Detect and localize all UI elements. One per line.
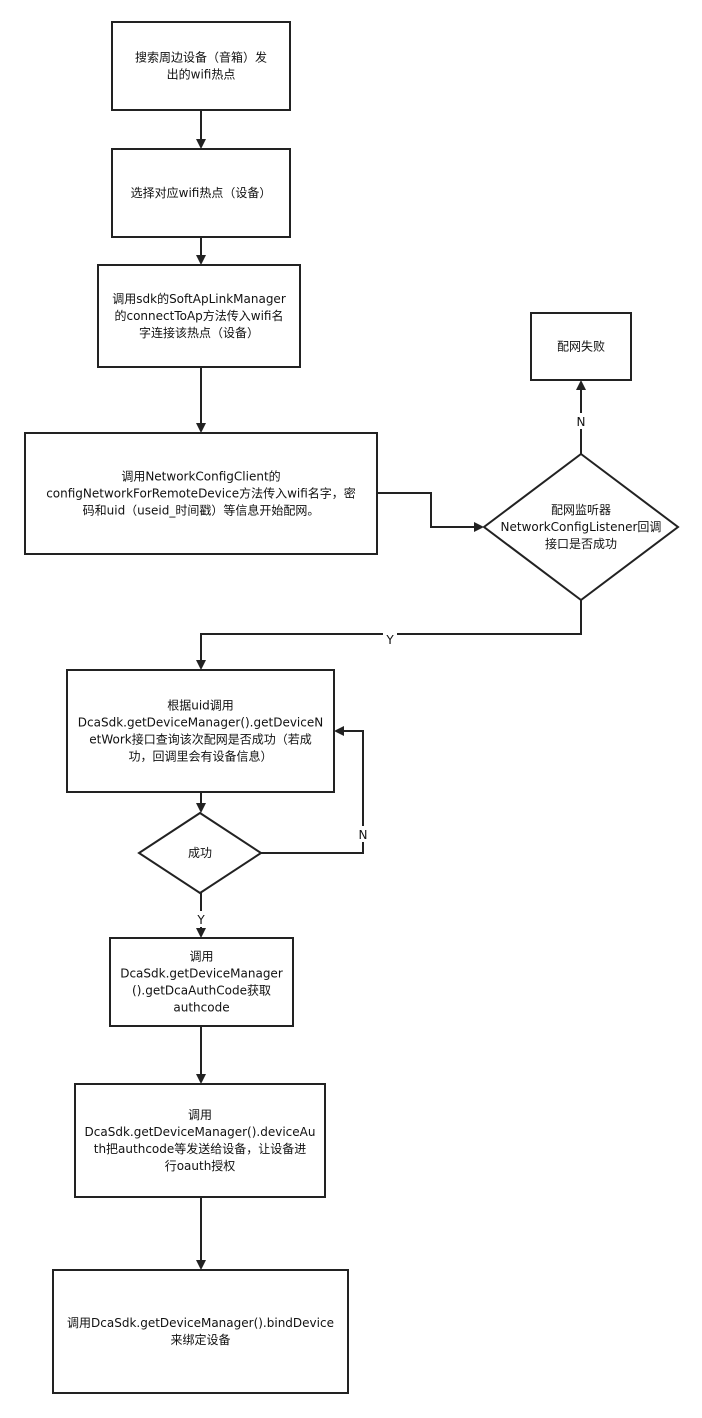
process-box [66,669,335,793]
edge-label-background [574,413,588,429]
decision-diamond [137,811,263,895]
node-label-line: 字连接该热点（设备） [139,325,259,340]
edge-label-background [383,631,397,647]
edge-e10-arrowhead [196,1074,206,1084]
edge-label-y: Y [196,913,205,927]
node-get-authcode: 调用 DcaSdk.getDeviceManager ().getDcaAuthCo… [109,937,294,1027]
edge-config-network-to-listener-decision [377,492,475,528]
edge-label-y: Y [385,633,394,647]
edge-success-decision-to-query-network [261,730,364,854]
node-connect-ap: 调用sdk的SoftApLinkManager 的connectToAp方法传入w… [97,264,301,368]
edge-e3-arrowhead [196,423,206,433]
node-select-hotspot: 选择对应wifi热点（设备） [111,148,291,238]
edge-e8-arrowhead [334,726,344,736]
node-label-line: th把authcode等发送给设备，让设备进 [94,1141,307,1156]
node-label-line: 出的wifi热点 [167,67,236,82]
node-config-network: 调用NetworkConfigClient的 configNetworkForRe… [24,432,378,555]
node-label-line: etWork接口查询该次配网是否成功（若成 [89,732,311,747]
edge-e7-arrowhead [196,803,206,813]
node-label-line: 调用DcaSdk.getDeviceManager().bindDevice [67,1316,334,1330]
edge-label-background [356,826,370,842]
process-box [97,264,301,368]
node-label-line: 成功 [188,846,212,860]
node-label-line: 调用NetworkConfigClient的 [121,469,280,484]
edge-label-n: N [359,828,368,842]
process-box [74,1083,326,1198]
edge-e9-arrowhead [196,928,206,938]
edge-label-background [194,911,208,927]
edge-label-n: N [577,415,586,429]
process-box [530,312,632,381]
node-label-line: 配网失败 [557,339,605,354]
edge-e6-arrowhead [196,660,206,670]
edge-e1-arrowhead [196,139,206,149]
node-label-line: configNetworkForRemoteDevice方法传入wifi名字，密 [46,486,356,501]
node-success-decision: 成功 [137,811,263,895]
node-label-line: ().getDcaAuthCode获取 [132,984,271,998]
edge-e11-arrowhead [196,1260,206,1270]
process-box [109,937,294,1027]
node-label-line: 调用sdk的SoftApLinkManager [112,291,286,306]
node-device-auth: 调用 DcaSdk.getDeviceManager().deviceAu th把a… [74,1083,326,1198]
node-label-line: 调用 [188,1108,212,1122]
edge-e4-arrowhead [474,522,484,532]
node-label-line: 的connectToAp方法传入wifi名 [114,308,283,323]
process-box [24,432,378,555]
process-box [52,1269,349,1394]
node-label-line: 配网监听器 [551,503,611,517]
decision-diamond [482,452,680,602]
node-bind-device: 调用DcaSdk.getDeviceManager().bindDevice 来绑… [52,1269,349,1394]
node-label-line: 选择对应wifi热点（设备） [131,185,272,200]
edge-e2-arrowhead [196,255,206,265]
node-label-line: 调用 [189,950,213,964]
node-label-line: 来绑定设备 [170,1332,230,1347]
node-label-line: 根据uid调用 [167,699,234,713]
node-label-line: DcaSdk.getDeviceManager().deviceAu [85,1125,316,1139]
process-box [111,148,291,238]
node-label-line: 行oauth授权 [165,1158,236,1173]
node-label-line: 功，回调里会有设备信息） [128,749,272,764]
node-query-network: 根据uid调用 DcaSdk.getDeviceManager().getDevi… [66,669,335,793]
node-label-line: 搜索周边设备（音箱）发 [135,50,267,65]
node-label-line: 接口是否成功 [545,536,617,551]
node-label-line: NetworkConfigListener回调 [501,520,662,534]
node-label-line: authcode [173,1001,229,1015]
node-label-line: 码和uid（useid_时间戳）等信息开始配网。 [83,503,320,518]
edge-e5-arrowhead [576,380,586,390]
node-label-line: DcaSdk.getDeviceManager().getDeviceN [78,716,323,730]
node-label-line: DcaSdk.getDeviceManager [120,967,283,981]
process-box [111,21,291,111]
node-config-failed: 配网失败 [530,312,632,381]
edge-listener-decision-to-query-network [200,600,582,661]
